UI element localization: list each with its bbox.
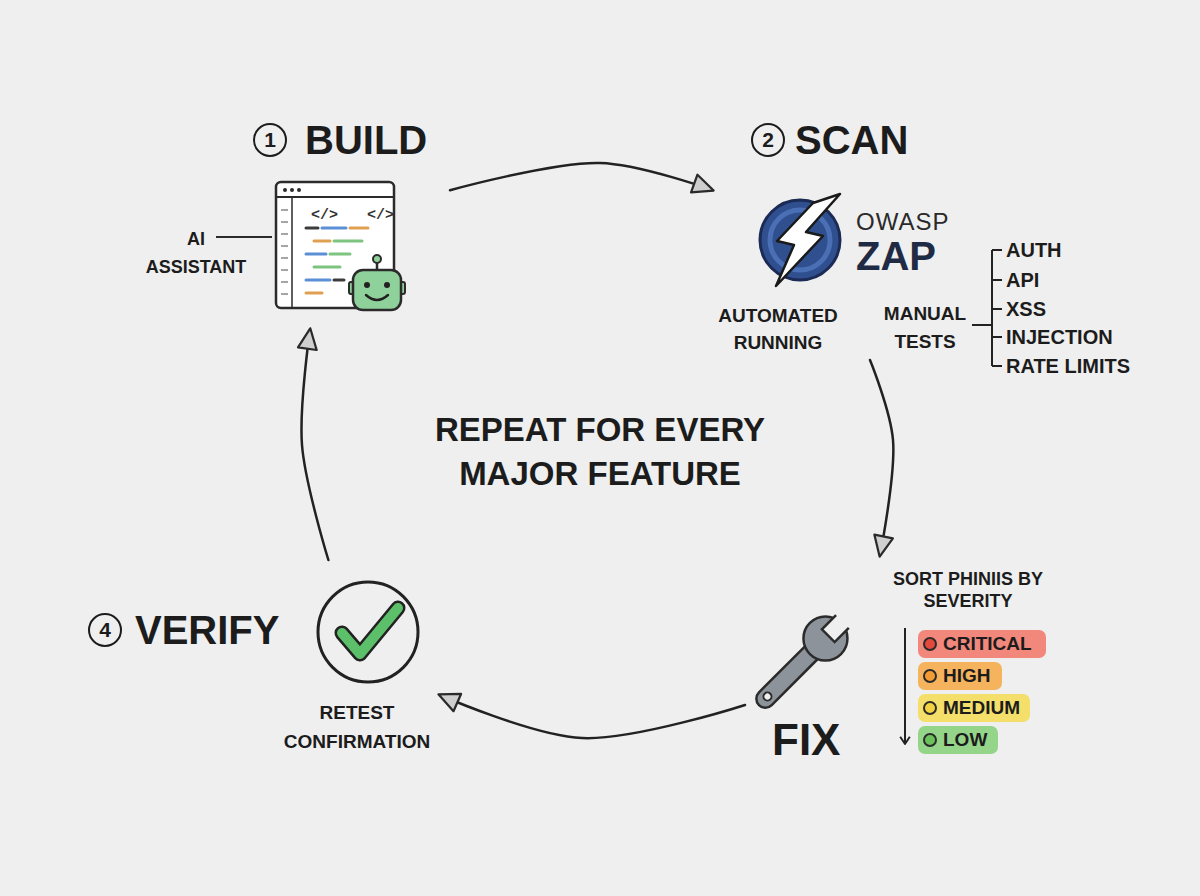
check-icon <box>342 608 398 654</box>
test-item: AUTH <box>1006 238 1062 262</box>
cycle-arrow <box>450 163 712 190</box>
test-item: RATE LIMITS <box>1006 354 1130 378</box>
wrench-icon <box>794 607 856 669</box>
step-number: 4 <box>88 613 122 647</box>
robot-icon <box>364 282 370 288</box>
step-note: RETEST CONFIRMATION <box>272 698 442 756</box>
center-note: REPEAT FOR EVERY MAJOR FEATURE <box>405 408 795 496</box>
zap-logo <box>760 194 840 286</box>
code-window-icon <box>306 292 322 295</box>
code-window-icon <box>297 188 301 192</box>
code-window-icon <box>283 188 287 192</box>
cycle-arrow <box>870 360 893 555</box>
wrench-icon <box>822 614 850 642</box>
step-title: VERIFY <box>135 608 279 652</box>
code-window-icon <box>334 240 362 243</box>
step-note: SORT PHINIIS BY SEVERITY <box>883 568 1053 612</box>
step-number: 1 <box>253 123 287 157</box>
wrench-icon <box>762 691 773 702</box>
severity-level: MEDIUM <box>918 694 1030 722</box>
code-window-icon <box>334 279 344 282</box>
wrench-icon <box>822 615 849 642</box>
connector-layer <box>301 163 893 738</box>
robot-icon <box>349 255 405 310</box>
cycle-arrow <box>440 695 745 738</box>
callout-label: MANUAL TESTS <box>875 300 975 356</box>
step-number: 2 <box>751 123 785 157</box>
severity-level: CRITICAL <box>918 630 1046 658</box>
severity-badge: MEDIUM <box>918 694 1030 722</box>
severity-level: HIGH <box>918 662 1002 690</box>
severity-level: LOW <box>918 726 998 754</box>
severity-badge: CRITICAL <box>918 630 1046 658</box>
wrench-icon <box>743 605 859 721</box>
robot-icon <box>373 255 381 263</box>
code-window-icon <box>290 188 294 192</box>
severity-badge: HIGH <box>918 662 1002 690</box>
logo-wordmark: ZAP <box>856 234 936 278</box>
code-window-icon <box>314 266 340 269</box>
callout-label: AI ASSISTANT <box>140 225 252 281</box>
test-item: INJECTION <box>1006 325 1113 349</box>
robot-icon <box>353 270 401 310</box>
code-window-icon <box>306 279 330 282</box>
logo-wordmark: OWASP <box>856 208 949 236</box>
code-window-icon <box>281 210 288 294</box>
step-title: FIX <box>772 716 840 764</box>
code-window-icon <box>276 196 394 198</box>
severity-badge: LOW <box>918 726 998 754</box>
leader-line <box>216 236 272 238</box>
severity-arrow <box>904 628 906 744</box>
build-step: 1 BUILD <box>250 115 450 330</box>
step-title: BUILD <box>305 118 427 162</box>
code-window-icon <box>330 253 350 256</box>
fix-step: FIXSORT PHINIIS BY SEVERITYCRITICALHIGHM… <box>745 555 1045 765</box>
check-icon <box>342 608 398 654</box>
code-window-icon <box>291 197 293 308</box>
check-icon <box>318 582 418 682</box>
test-item: API <box>1006 268 1039 292</box>
zap-logo <box>776 194 840 286</box>
code-window-icon <box>322 227 346 230</box>
verify-step: 4 VERIFY RETEST CONFIRMATION <box>80 560 440 760</box>
test-item: XSS <box>1006 297 1046 321</box>
robot-icon <box>366 295 388 300</box>
step-title: SCAN <box>795 118 908 162</box>
code-window-icon <box>350 227 368 230</box>
bracket <box>972 250 1002 366</box>
step-note: AUTOMATED RUNNING <box>703 302 853 356</box>
code-window-icon <box>314 240 330 243</box>
robot-icon <box>384 282 390 288</box>
code-window-icon <box>306 253 326 256</box>
code-tag: </> <box>311 207 338 225</box>
code-window-icon <box>306 227 318 230</box>
cycle-arrow <box>301 330 328 560</box>
code-tag: </> <box>367 207 394 225</box>
check-icon <box>318 582 418 682</box>
